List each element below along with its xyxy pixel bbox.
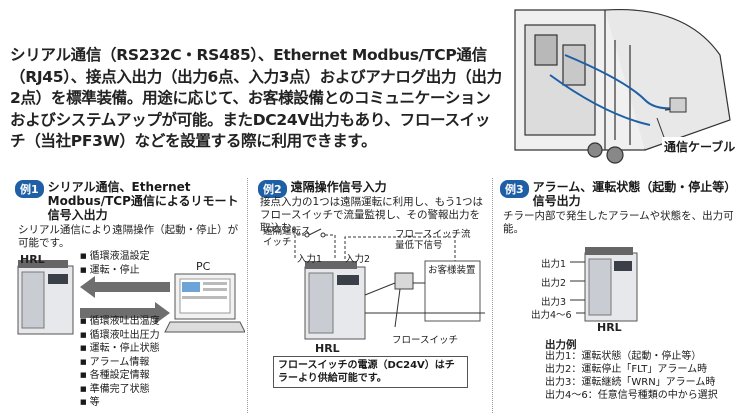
example2-title: 遠隔操作信号入力 <box>290 180 387 194</box>
example-line: 出力3：運転継続「WRN」アラーム時 <box>545 377 716 388</box>
example3-desc: チラー内部で発生したアラームや状態を、出力可能。 <box>503 210 734 235</box>
example3-example-title: 出力例 <box>545 339 577 351</box>
chiller-unit-icon <box>584 247 638 322</box>
example2-desc: 接点入力の1つは遠隔運転に利用し、もう1つはフロースイッチで流量監視し、その警報… <box>260 196 484 234</box>
flow-switch-label: フロースイッチ <box>392 335 459 346</box>
divider <box>492 178 493 413</box>
intro-text: シリアル通信（RS232C・RS485）、Ethernet Modbus/TCP… <box>10 46 502 150</box>
arrow-to-pc <box>80 302 170 324</box>
example-line: 出力4～6：任意信号種類の中から選択 <box>545 390 718 401</box>
list-item: 各種設定情報 <box>80 369 160 383</box>
chiller-unit-icon <box>304 261 366 340</box>
pc-icon <box>164 273 245 333</box>
example1-desc: シリアル通信により遠隔操作（起動・停止）が可能です。 <box>18 224 239 249</box>
list-item: 循環液温設定 <box>80 250 150 264</box>
example1-title: シリアル通信、Ethernet Modbus/TCP通信によるリモート信号入出力 <box>47 180 239 222</box>
output-label: 出力1 <box>541 259 567 270</box>
arrow-to-unit <box>80 276 170 298</box>
example-line: 出力2：運転停止「FLT」アラーム時 <box>545 364 708 375</box>
divider <box>247 178 248 413</box>
example1-unit-label: HRL <box>20 253 45 266</box>
example1-to-unit-list: 循環液温設定 運転・停止 <box>80 250 150 277</box>
example1-pc-label: PC <box>196 260 211 273</box>
example1-diagram <box>17 260 245 335</box>
customer-device <box>424 260 481 322</box>
list-item: アラーム情報 <box>80 356 160 370</box>
chiller-cutaway-illustration <box>514 8 731 164</box>
example3-header: 例3 アラーム、運転状態（起動・停止等）信号出力 <box>500 180 740 208</box>
example3-badge: 例3 <box>500 180 529 198</box>
example3-diagram <box>570 247 638 322</box>
flow-signal-label: フロースイッチ流量低下信号 <box>395 229 471 251</box>
example-line: 出力1：運転状態（起動・停止等） <box>545 351 702 362</box>
list-item: 準備完了状態 <box>80 383 160 397</box>
cable-label: 通信ケーブル <box>662 137 738 156</box>
example2-header: 例2 遠隔操作信号入力 <box>258 180 488 198</box>
list-item: 循環液吐出温度 <box>80 315 160 329</box>
output-label: 出力2 <box>541 278 567 289</box>
list-item: 等 <box>80 396 160 410</box>
flow-switch-icon <box>364 272 485 328</box>
input1-label: 入力1 <box>297 254 323 265</box>
example2-diagram <box>294 228 485 340</box>
example3-examples: 出力1：運転状態（起動・停止等） 出力2：運転停止「FLT」アラーム時 出力3：… <box>545 350 718 402</box>
example2-unit-label: HRL <box>315 342 340 355</box>
remote-switch-icon <box>294 228 336 259</box>
list-item: 運転・停止 <box>80 264 150 278</box>
example1-badge: 例1 <box>15 180 44 198</box>
customer-label: お客様装置 <box>428 265 476 276</box>
example3-unit-label: HRL <box>597 321 622 334</box>
list-item: 循環液吐出圧力 <box>80 329 160 343</box>
remote-switch-label: 遠隔運転スイッチ <box>263 226 311 248</box>
list-item: 運転・停止状態 <box>80 342 160 356</box>
example1-from-unit-list: 循環液吐出温度 循環液吐出圧力 運転・停止状態 アラーム情報 各種設定情報 準備… <box>80 315 160 410</box>
output-label: 出力3 <box>541 297 567 308</box>
example3-title: アラーム、運転状態（起動・停止等）信号出力 <box>532 180 737 208</box>
example2-note: フロースイッチの電源（DC24V）はチラーより供給可能です。 <box>273 356 468 388</box>
input2-label: 入力2 <box>345 254 371 265</box>
example1-header: 例1 シリアル通信、Ethernet Modbus/TCP通信によるリモート信号… <box>15 180 243 222</box>
example2-badge: 例2 <box>258 180 287 198</box>
output-label: 出力4～6 <box>531 310 572 321</box>
chiller-unit-icon <box>17 260 74 335</box>
